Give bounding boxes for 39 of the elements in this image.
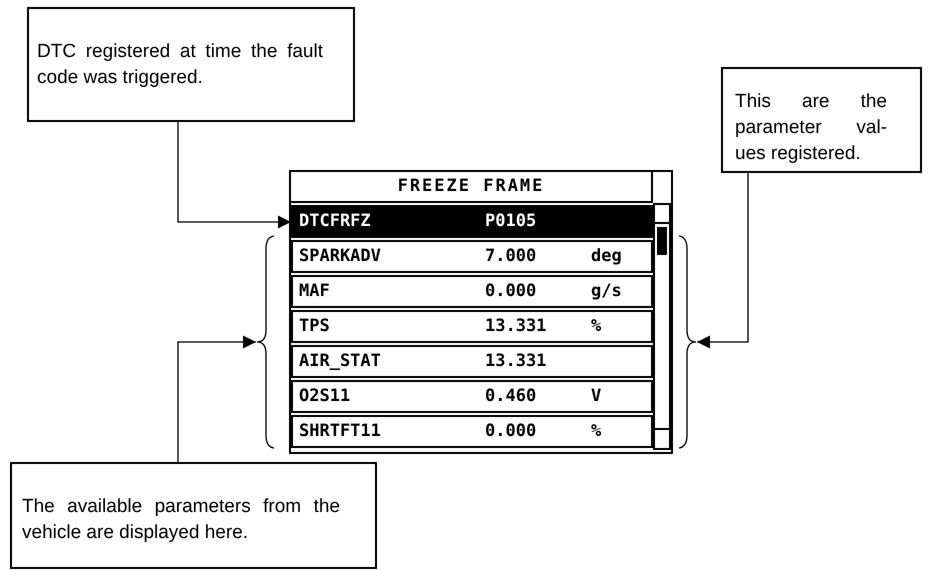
parameter-value: 0.460	[485, 385, 536, 408]
callout-box	[721, 67, 922, 173]
parameter-unit: deg	[591, 245, 622, 268]
table-row	[291, 415, 653, 448]
parameter-name: MAF	[299, 280, 330, 303]
callout-text: This are the parameter val- ues registered.	[735, 90, 887, 166]
callout-text: The available parameters from the vehicle are displayed here.	[22, 495, 340, 545]
callout-box	[10, 462, 377, 569]
parameter-value: P0105	[485, 210, 536, 233]
lcd-screen	[289, 170, 673, 454]
parameter-name: DTCFRFZ	[299, 210, 371, 233]
table-row	[291, 345, 653, 378]
selected-table-row	[291, 205, 653, 238]
callout-box	[27, 7, 355, 122]
table-row	[291, 310, 653, 343]
parameter-name: SPARKADV	[299, 245, 381, 268]
table-row	[291, 380, 653, 413]
parameter-unit: V	[591, 385, 602, 408]
parameter-name: O2S11	[299, 385, 350, 408]
parameter-unit: %	[591, 315, 602, 338]
parameter-unit: g/s	[591, 280, 622, 303]
parameter-name: SHRTFT11	[299, 420, 381, 443]
table-row	[291, 240, 653, 273]
parameter-value: 13.331	[485, 350, 546, 373]
parameter-name: AIR_STAT	[299, 350, 381, 373]
parameter-value: 0.000	[485, 420, 536, 443]
arrow	[177, 122, 291, 228]
arrow	[177, 336, 256, 462]
parameter-unit: %	[591, 420, 602, 443]
parameter-value: 13.331	[485, 315, 546, 338]
parameter-value: 7.000	[485, 245, 536, 268]
curly-brace	[256, 235, 274, 449]
screen-title: FREEZE FRAME	[291, 172, 653, 203]
table-row	[291, 275, 653, 308]
arrow	[697, 173, 749, 348]
parameter-name: TPS	[299, 315, 330, 338]
parameter-value: 0.000	[485, 280, 536, 303]
callout-text: DTC registered at time the fault code was triggered.	[37, 40, 323, 90]
curly-brace	[679, 235, 697, 449]
